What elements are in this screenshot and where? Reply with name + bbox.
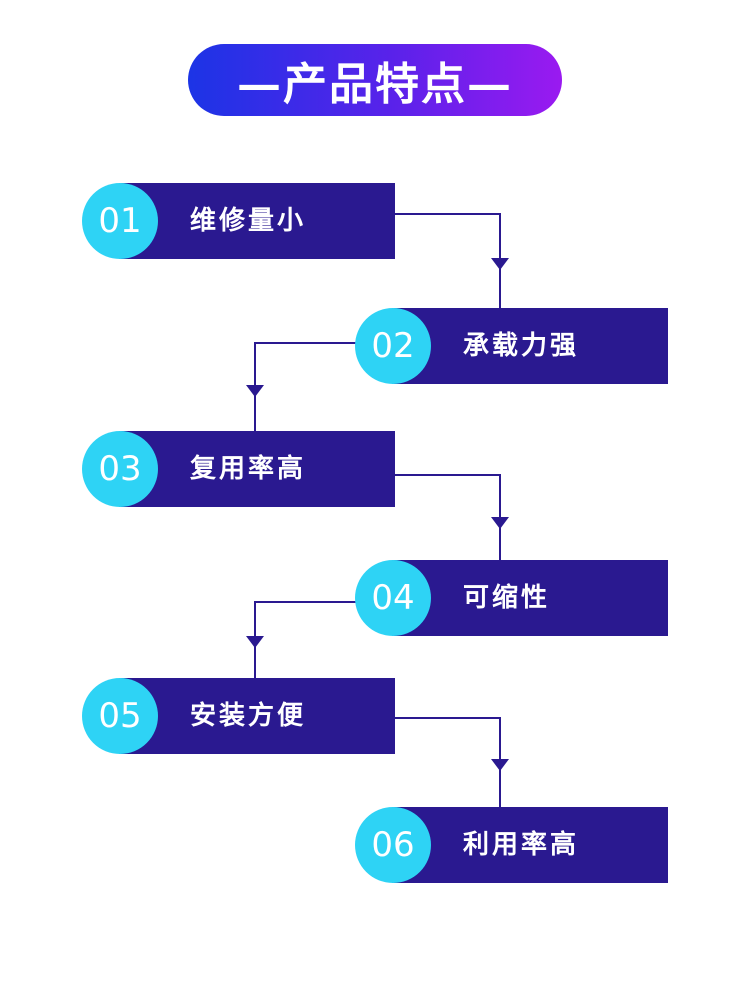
- arrow-down-icon: [491, 759, 509, 771]
- step-label: 安装方便: [190, 701, 307, 731]
- arrow-down-icon: [246, 636, 264, 648]
- step-label: 可缩性: [463, 583, 551, 613]
- step-number-badge: 06: [355, 807, 431, 883]
- step-bar: [119, 431, 395, 507]
- step-label: 维修量小: [190, 206, 307, 236]
- step-label: 承载力强: [463, 331, 580, 361]
- arrow-down-icon: [246, 385, 264, 397]
- step-number-badge: 02: [355, 308, 431, 384]
- arrow-down-icon: [491, 517, 509, 529]
- step-bar: [119, 678, 395, 754]
- arrow-down-icon: [491, 258, 509, 270]
- connector-03-04: [395, 474, 501, 561]
- step-bar: [392, 560, 668, 636]
- step-number-badge: 03: [82, 431, 158, 507]
- step-bar: [119, 183, 395, 259]
- step-number-badge: 04: [355, 560, 431, 636]
- step-number-badge: 05: [82, 678, 158, 754]
- step-label: 复用率高: [190, 454, 307, 484]
- page-title: —产品特点—: [188, 44, 562, 116]
- connector-01-02: [395, 213, 501, 309]
- connector-02-03: [254, 342, 357, 432]
- step-bar: [392, 308, 668, 384]
- connector-05-06: [395, 717, 501, 808]
- step-label: 利用率高: [463, 830, 580, 860]
- connector-04-05: [254, 601, 357, 679]
- step-number-badge: 01: [82, 183, 158, 259]
- step-bar: [392, 807, 668, 883]
